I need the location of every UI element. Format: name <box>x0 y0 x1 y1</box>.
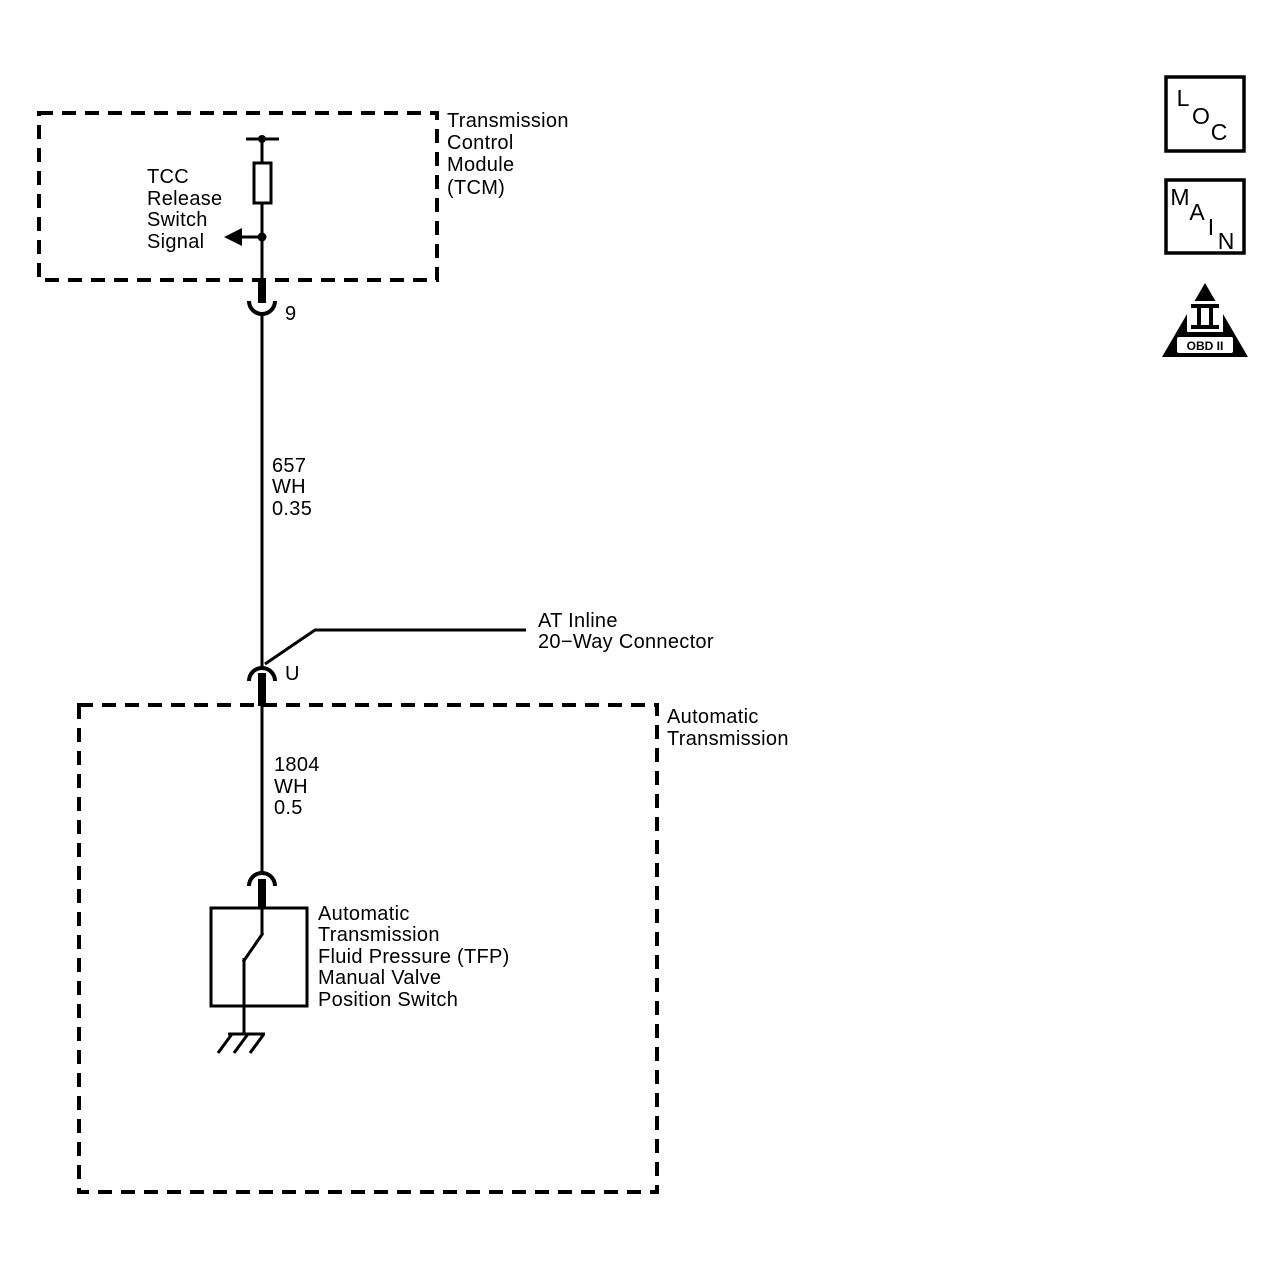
wire-color: WH <box>272 476 306 498</box>
main-icon <box>1164 178 1246 255</box>
switch-label-line: Position Switch <box>318 989 458 1011</box>
circuit-number: 657 <box>272 455 306 477</box>
signal-arrow-icon <box>224 228 242 246</box>
circuit-number: 1804 <box>274 754 320 776</box>
obd-label: OBD II <box>1187 339 1224 353</box>
wire-circuit-1804: 1804 WH 0.5 <box>260 706 320 872</box>
switch-label-line: Automatic <box>318 903 410 925</box>
tcm-label-line: (TCM) <box>447 177 505 199</box>
connector-label-line: AT Inline <box>538 610 618 632</box>
male-terminal <box>258 879 266 909</box>
tcm-label-line: Control <box>447 132 514 154</box>
switch-label-line: Manual Valve <box>318 967 441 989</box>
loc-letter: C <box>1211 119 1228 145</box>
connector-label-line: 20−Way Connector <box>538 631 714 653</box>
automatic-transmission: Automatic Transmission 1804 WH 0.5 <box>77 703 789 1194</box>
transmission-boundary <box>77 703 659 1194</box>
tfp-switch: Automatic Transmission Fluid Pressure (T… <box>209 903 510 1054</box>
switch-label-line: Fluid Pressure (TFP) <box>318 946 510 968</box>
transmission-label-line: Automatic <box>667 706 759 728</box>
wire-color: WH <box>274 776 308 798</box>
pin-label: U <box>285 663 300 685</box>
main-letter: M <box>1170 184 1189 210</box>
signal-label-line: TCC <box>147 166 189 188</box>
transmission-label-line: Transmission <box>667 728 789 750</box>
switch-blade <box>241 932 265 963</box>
wire-size: 0.35 <box>272 498 312 520</box>
connector-leader-line <box>264 628 526 666</box>
male-terminal <box>258 280 266 303</box>
obd-ii-button[interactable]: OBD II <box>1162 283 1248 357</box>
tcm-label-line: Module <box>447 154 514 176</box>
female-terminal <box>247 871 277 887</box>
switch-connector <box>247 871 277 909</box>
tcm-boundary <box>37 111 439 282</box>
wire-size: 0.5 <box>274 797 303 819</box>
signal-label-line: Release <box>147 188 222 210</box>
loc-button[interactable]: L O C <box>1164 75 1246 153</box>
loc-letter: O <box>1192 103 1210 129</box>
loc-letter: L <box>1177 85 1190 111</box>
pull-up-resistor <box>252 161 273 205</box>
wire-circuit-657: 657 WH 0.35 <box>260 314 312 667</box>
obd-ii-icon <box>1162 283 1248 357</box>
main-letter: N <box>1218 228 1235 254</box>
tcm-label-line: Transmission <box>447 110 569 132</box>
inline-connector: AT Inline 20−Way Connector U <box>247 610 714 706</box>
main-letter: A <box>1189 199 1205 225</box>
main-letter: I <box>1208 214 1214 240</box>
pin-label: 9 <box>285 303 296 325</box>
tcm-connector-pin: 9 <box>247 280 296 325</box>
loc-icon <box>1164 75 1246 153</box>
ground-icon <box>216 1032 266 1054</box>
signal-label-line: Switch <box>147 209 208 231</box>
male-terminal <box>258 673 266 706</box>
switch-label-line: Transmission <box>318 924 440 946</box>
switch-body <box>209 906 309 1008</box>
female-terminal <box>247 666 277 682</box>
signal-label-line: Signal <box>147 231 204 253</box>
main-button[interactable]: M A I N <box>1164 178 1246 255</box>
tcm-module: Transmission Control Module (TCM) TCC Re… <box>37 110 569 282</box>
